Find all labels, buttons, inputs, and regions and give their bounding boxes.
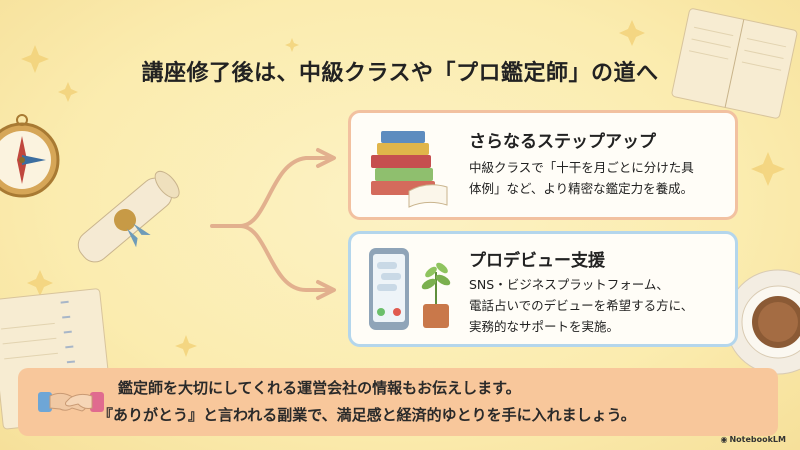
star-icon — [751, 152, 785, 186]
card-body-line: 実務的なサポートを実施。 — [469, 319, 620, 334]
scroll-icon — [77, 170, 180, 263]
card-body-line: 体例」など、より精密な鑑定力を養成。 — [469, 181, 694, 196]
step-up-card: さらなるステップアップ 中級クラスで「十干を月ごとに分けた具 体例」など、より精… — [348, 110, 738, 220]
handshake-icon — [38, 392, 104, 412]
pro-debut-card: プロデビュー支援 SNS・ビジネスプラットフォーム、 電話占いでのデビューを希望… — [348, 231, 738, 347]
card-title: さらなるステップアップ — [469, 132, 656, 152]
star-icon — [27, 270, 53, 296]
card-body-line: 電話占いでのデビューを希望する方に、 — [469, 298, 694, 313]
smartphone-plant-icon — [369, 248, 451, 330]
branch-arrows — [210, 148, 336, 300]
banner-line: 鑑定師を大切にしてくれる運営会社の情報もお伝えします。 — [118, 379, 521, 397]
notebook-icon — [671, 8, 798, 119]
card-title: プロデビュー支援 — [469, 251, 605, 271]
books-icon — [371, 131, 448, 208]
brand-label: NotebookLM — [729, 435, 786, 444]
star-icon — [285, 38, 299, 52]
card-body-line: 中級クラスで「十干を月ごとに分けた具 — [469, 160, 694, 175]
star-icon — [58, 82, 78, 102]
card-body: 中級クラスで「十干を月ごとに分けた具 体例」など、より精密な鑑定力を養成。 — [469, 157, 724, 199]
page-title: 講座修了後は、中級クラスや「プロ鑑定師」の道へ — [141, 61, 659, 86]
card-body-line: SNS・ビジネスプラットフォーム、 — [469, 277, 669, 292]
card-body: SNS・ビジネスプラットフォーム、 電話占いでのデビューを希望する方に、 実務的… — [469, 274, 724, 337]
star-icon — [175, 335, 197, 357]
star-icon — [21, 45, 49, 73]
brand-watermark: ◉NotebookLM — [720, 435, 786, 444]
coffee-cup-icon — [725, 269, 800, 375]
star-icon — [619, 20, 645, 46]
compass-icon — [0, 114, 60, 198]
banner-line: 『ありがとう』と言われる副業で、満足感と経済的ゆとりを手に入れましょう。 — [98, 406, 636, 424]
notebooklm-logo-icon: ◉ — [720, 435, 728, 444]
message-banner: 鑑定師を大切にしてくれる運営会社の情報もお伝えします。 『ありがとう』と言われる… — [18, 368, 778, 436]
